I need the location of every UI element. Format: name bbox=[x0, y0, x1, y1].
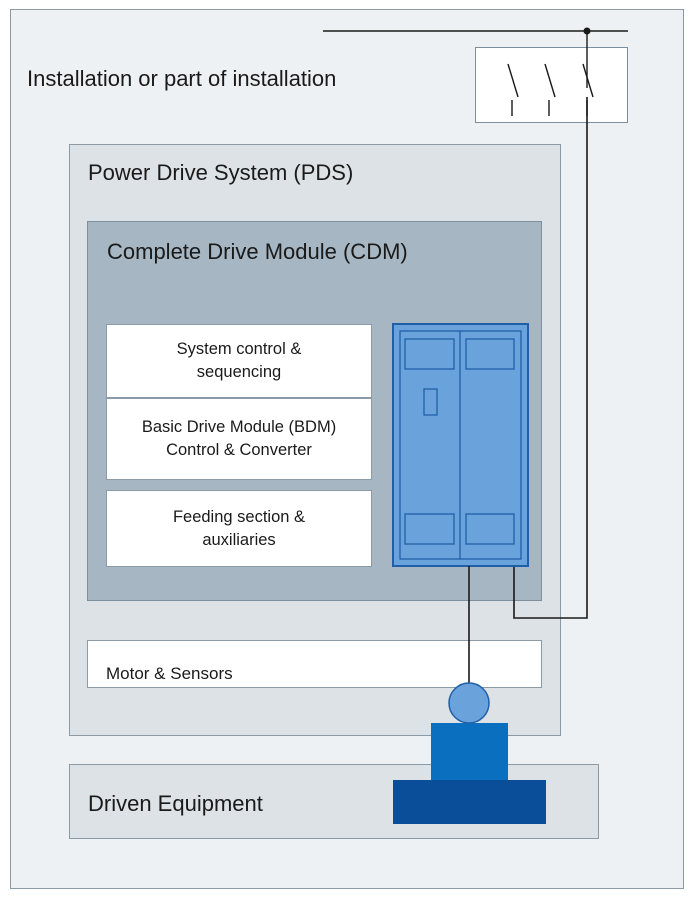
feed-cable-line bbox=[513, 97, 588, 619]
feeding-section-box: Feeding section & auxiliaries bbox=[106, 490, 372, 567]
switch-contacts-icon bbox=[507, 63, 594, 116]
installation-label: Installation or part of installation bbox=[27, 66, 337, 91]
system-control-box: System control & sequencing bbox=[106, 324, 372, 398]
cdm-label: Complete Drive Module (CDM) bbox=[107, 239, 408, 264]
drive-cabinet-icon bbox=[392, 323, 529, 567]
driven-equipment-label: Driven Equipment bbox=[88, 791, 263, 816]
motor-sensors-label: Motor & Sensors bbox=[106, 664, 233, 683]
bdm-box: Basic Drive Module (BDM) Control & Conve… bbox=[106, 398, 372, 480]
motor-icon bbox=[393, 682, 546, 824]
motor-sensors-box bbox=[87, 640, 542, 688]
pds-label: Power Drive System (PDS) bbox=[88, 160, 354, 185]
